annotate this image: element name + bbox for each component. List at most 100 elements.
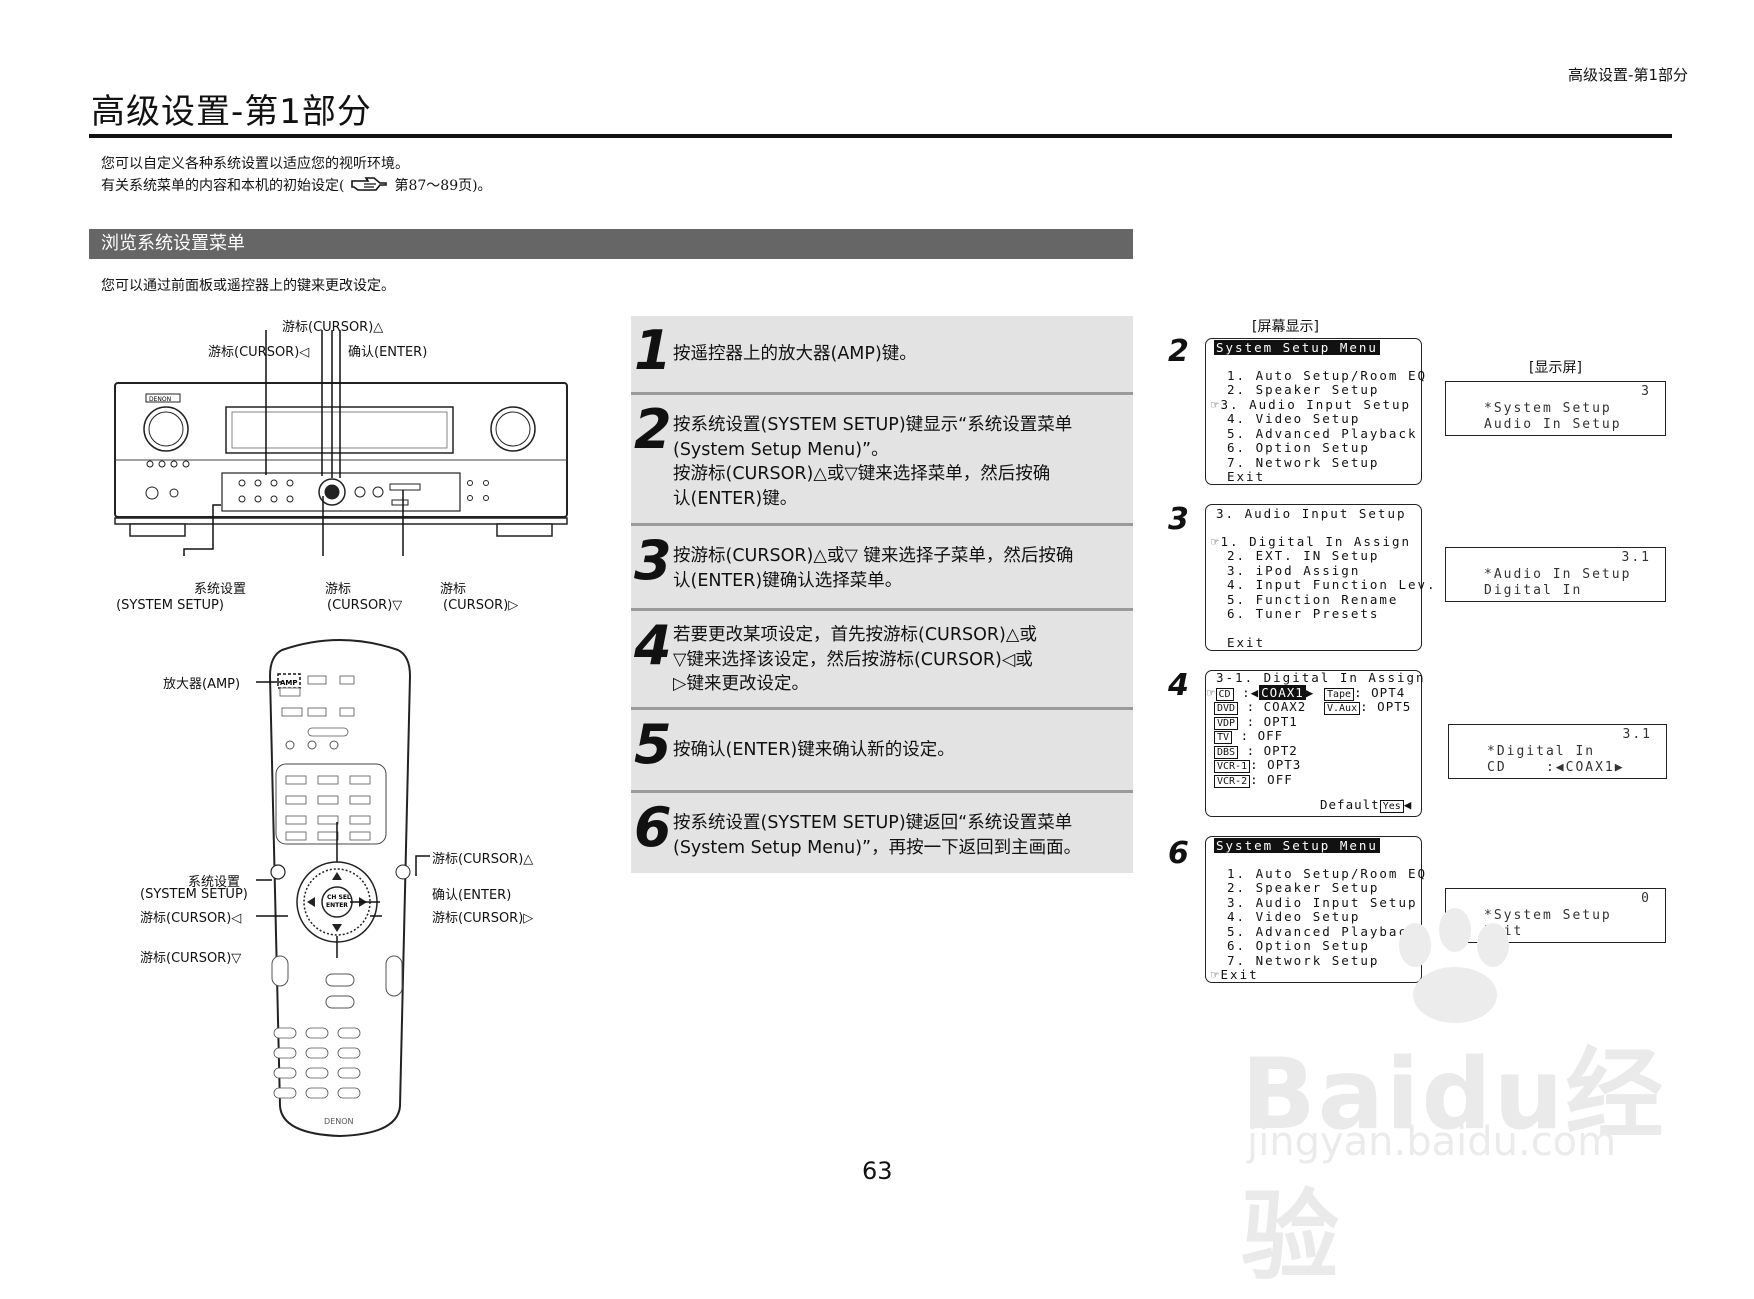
input-tag: VCR-2: [1214, 775, 1251, 788]
screen-step-number: 3: [1168, 502, 1189, 537]
osd-item: Exit: [1227, 635, 1266, 650]
fl-line: CD :◀COAX1▶: [1487, 760, 1625, 775]
step-number: 2: [634, 398, 672, 461]
assign-row: VDP : OPT1: [1214, 714, 1298, 732]
step-text: 按系统设置(SYSTEM SETUP)键返回“系统设置菜单 (System Se…: [673, 811, 1125, 860]
svg-text:DENON: DENON: [149, 396, 171, 403]
remote-label-cursor-down: 游标(CURSOR)▽: [140, 951, 242, 966]
assign-row: Tape: OPT4: [1324, 685, 1405, 703]
remote-label-cursor-right: 游标(CURSOR)▷: [432, 911, 534, 926]
osd-title: System Setup Menu: [1214, 838, 1380, 853]
assign-value: OFF: [1267, 772, 1293, 787]
page-number: 63: [862, 1157, 893, 1185]
osd-item: 6. Option Setup: [1227, 938, 1370, 953]
assign-value-selected: COAX1: [1259, 685, 1306, 700]
osd-screen-audio-input: 3. Audio Input Setup ☞1. Digital In Assi…: [1205, 504, 1435, 651]
osd-item: 3. Audio Input Setup: [1227, 895, 1418, 910]
section-heading: 浏览系统设置菜单: [89, 229, 1133, 259]
osd-item: 1. Auto Setup/Room EQ: [1227, 368, 1428, 383]
assign-row: VCR-2: OFF: [1214, 772, 1293, 790]
fl-number: 3.1: [1622, 727, 1652, 742]
assign-value: OFF: [1257, 728, 1284, 743]
remote-label-cursor-left: 游标(CURSOR)◁: [140, 911, 242, 926]
fp-label-cursor-right-en: (CURSOR)▷: [443, 598, 519, 613]
step-text: 若要更改某项设定，首先按游标(CURSOR)△或 ▽键来选择该设定，然后按游标(…: [673, 623, 1125, 697]
osd-item: 3. Audio Input Setup: [1220, 397, 1412, 412]
input-tag: Tape: [1324, 688, 1355, 701]
step-separator: [631, 707, 1133, 710]
step-separator: [631, 523, 1133, 526]
fl-line: *System Setup: [1484, 401, 1612, 416]
input-tag: VDP: [1214, 717, 1239, 730]
receiver-front-panel-drawing: DENON: [114, 330, 568, 556]
assign-value: COAX2: [1263, 699, 1307, 714]
remote-label-enter: 确认(ENTER): [432, 888, 512, 903]
fp-label-cursor-left: 游标(CURSOR)◁: [208, 345, 310, 360]
osd-item: 4. Video Setup: [1227, 411, 1361, 426]
fl-display: 3.1 *Audio In Setup Digital In: [1445, 547, 1666, 602]
paw-watermark-icon: [1399, 908, 1509, 1023]
step-1: 1 按遥控器上的放大器(AMP)键。: [631, 316, 1133, 392]
osd-item: 6. Option Setup: [1227, 440, 1370, 455]
title-rule: [89, 134, 1672, 138]
pointer-hand-icon: ☞: [1211, 397, 1221, 412]
osd-item: 4. Video Setup: [1227, 909, 1361, 924]
step-text: 按确认(ENTER)键来确认新的设定。: [673, 738, 1125, 763]
fl-number: 3.1: [1621, 550, 1651, 565]
input-tag: DBS: [1214, 746, 1239, 759]
fl-display: 3.1 *Digital In CD :◀COAX1▶: [1448, 724, 1667, 779]
intro-line-2: 有关系统菜单的内容和本机的初始设定( 第87～89页)。: [101, 175, 492, 195]
osd-item: 2. EXT. IN Setup: [1227, 548, 1380, 563]
step-3: 3 按游标(CURSOR)△或▽ 键来选择子菜单，然后按确 认(ENTER)键确…: [631, 526, 1133, 608]
step-line: 按游标(CURSOR)△或▽ 键来选择子菜单，然后按确: [673, 546, 1074, 566]
default-label: Default: [1320, 797, 1380, 812]
osd-item: 5. Function Rename: [1227, 592, 1399, 607]
step-line: 认(ENTER)键确认选择菜单。: [673, 570, 903, 591]
step-line: 若要更改某项设定，首先按游标(CURSOR)△或: [673, 625, 1037, 645]
fl-line: Digital In: [1484, 583, 1583, 598]
input-tag: CD: [1215, 688, 1234, 701]
watermark-url: jingyan.baidu.com: [1247, 1119, 1617, 1165]
intro-line-1: 您可以自定义各种系统设置以适应您的视听环境。: [101, 156, 409, 172]
step-separator: [631, 790, 1133, 793]
svg-text:CH SEL: CH SEL: [327, 894, 351, 901]
step-number: 5: [634, 713, 672, 776]
osd-item: 1. Auto Setup/Room EQ: [1227, 866, 1428, 881]
step-6: 6 按系统设置(SYSTEM SETUP)键返回“系统设置菜单 (System …: [631, 793, 1133, 873]
step-line: 按系统设置(SYSTEM SETUP)键返回“系统设置菜单: [673, 813, 1073, 833]
fl-line: *Audio In Setup: [1484, 567, 1632, 582]
page-title: 高级设置-第1部分: [91, 92, 372, 132]
fp-label-system-setup: 系统设置: [193, 582, 246, 597]
assign-value: OPT1: [1263, 714, 1298, 729]
fl-number: 3: [1641, 384, 1651, 399]
assign-row: TV : OFF: [1214, 728, 1284, 746]
assign-value: OPT5: [1377, 699, 1412, 714]
svg-text:AMP: AMP: [280, 679, 298, 687]
step-text: 按遥控器上的放大器(AMP)键。: [673, 342, 1125, 367]
fp-label-cursor-down: 游标: [325, 582, 352, 597]
screen-step-number: 4: [1168, 668, 1189, 703]
fl-number: 0: [1641, 891, 1651, 906]
osd-item: 3. iPod Assign: [1227, 563, 1361, 578]
pointer-hand-icon: ☞: [1211, 534, 1221, 549]
step-number: 4: [634, 614, 672, 677]
step-line: 认(ENTER)键。: [673, 488, 798, 509]
osd-item: 1. Digital In Assign: [1220, 534, 1412, 549]
fp-label-cursor-right: 游标: [440, 582, 467, 597]
step-number: 6: [634, 796, 672, 859]
step-line: 按遥控器上的放大器(AMP)键。: [673, 344, 917, 364]
step-line: 按系统设置(SYSTEM SETUP)键显示“系统设置菜单: [673, 415, 1073, 435]
osd-item: Exit: [1227, 469, 1266, 484]
section-note: 您可以通过前面板或遥控器上的键来更改设定。: [101, 278, 395, 294]
remote-label-cursor-up: 游标(CURSOR)△: [432, 852, 534, 867]
intro-line-2-suffix: 第87～89页)。: [394, 178, 492, 194]
step-separator: [631, 608, 1133, 611]
fl-heading: [显示屏]: [1529, 360, 1582, 376]
assign-value: OPT2: [1263, 743, 1298, 758]
pointer-hand-icon: ☞: [1207, 685, 1216, 700]
assign-value: OPT3: [1267, 757, 1302, 772]
osd-heading: [屏幕显示]: [1252, 319, 1319, 335]
svg-text:ENTER: ENTER: [326, 902, 348, 909]
intro-line-2-prefix: 有关系统菜单的内容和本机的初始设定(: [101, 178, 345, 194]
fl-display: 3 *System Setup Audio In Setup: [1445, 381, 1666, 436]
